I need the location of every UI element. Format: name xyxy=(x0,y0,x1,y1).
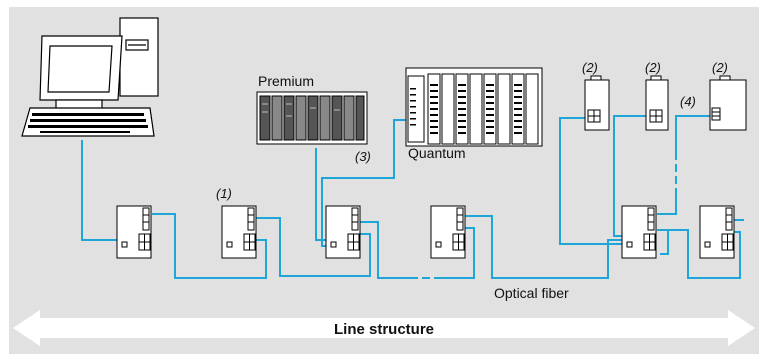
callout-2-b: (2) xyxy=(645,60,661,75)
remote-device-a xyxy=(584,75,610,131)
switch-module xyxy=(221,205,257,259)
cable-switch4-switch5 xyxy=(462,215,622,279)
callout-4: (4) xyxy=(680,94,696,109)
cable-switch5-deviceB xyxy=(613,115,648,237)
switch-module xyxy=(116,205,152,259)
cable-switch5-deviceA xyxy=(559,117,624,245)
callout-3: (3) xyxy=(355,149,371,164)
cable-pc-switch1 xyxy=(81,140,119,241)
cable-switch3-quantum xyxy=(321,119,412,247)
switch-module xyxy=(699,205,735,259)
cable-switch5-switch6 xyxy=(657,229,669,255)
keyboard-keys xyxy=(28,113,148,133)
switch-row xyxy=(116,205,735,259)
line-structure-arrow xyxy=(13,310,755,346)
switch-module xyxy=(621,205,657,259)
label-premium: Premium xyxy=(258,73,314,89)
label-quantum: Quantum xyxy=(408,145,466,161)
cables xyxy=(81,115,744,279)
switch-module xyxy=(430,205,466,259)
quantum-plc xyxy=(405,67,543,147)
cable-switch5-deviceC-b xyxy=(675,115,712,160)
workstation-pc xyxy=(21,17,159,137)
cable-switch1-switch2 xyxy=(152,213,267,279)
switch-module xyxy=(325,205,361,259)
remote-device-c xyxy=(709,75,747,131)
callout-2-a: (2) xyxy=(582,60,598,75)
callout-1: (1) xyxy=(216,186,232,201)
pc-tower xyxy=(119,17,159,97)
cable-switch5-deviceC-a xyxy=(657,196,677,215)
cable-switch3-switch4-a xyxy=(356,221,410,279)
label-line-structure: Line structure xyxy=(334,321,434,338)
callout-2-c: (2) xyxy=(712,60,728,75)
premium-plc xyxy=(256,91,368,145)
label-optical-fiber: Optical fiber xyxy=(494,285,569,301)
cable-switch2-switch3 xyxy=(250,217,371,277)
cable-switch5-switch6-b xyxy=(668,229,741,279)
cable-switch3-premium xyxy=(315,148,328,241)
remote-device-b xyxy=(645,75,669,131)
cable-switch3-switch4-b xyxy=(440,227,475,279)
